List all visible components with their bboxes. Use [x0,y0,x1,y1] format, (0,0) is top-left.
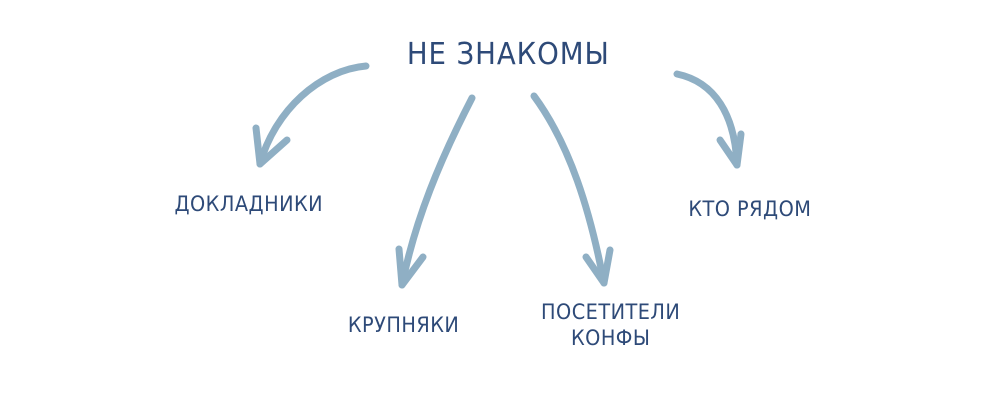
branch-label-attendees-line1: ПОСЕТИТЕЛИ [541,300,681,324]
arrow-to-big-players [395,94,476,289]
branch-label-nearby: КТО РЯДОМ [688,197,812,221]
arrow-to-nearby [673,70,745,169]
branch-label-big-players: КРУПНЯКИ [347,313,460,337]
arrow-to-attendees [530,92,614,287]
arrow-to-speakers [252,62,370,168]
branch-label-attendees: ПОСЕТИТЕЛИ КОНФЫ [541,299,680,352]
branch-label-attendees-line2: КОНФЫ [570,326,651,351]
branch-label-speakers: ДОКЛАДНИКИ [174,192,324,216]
root-node-label: НЕ ЗНАКОМЫ [406,37,610,72]
